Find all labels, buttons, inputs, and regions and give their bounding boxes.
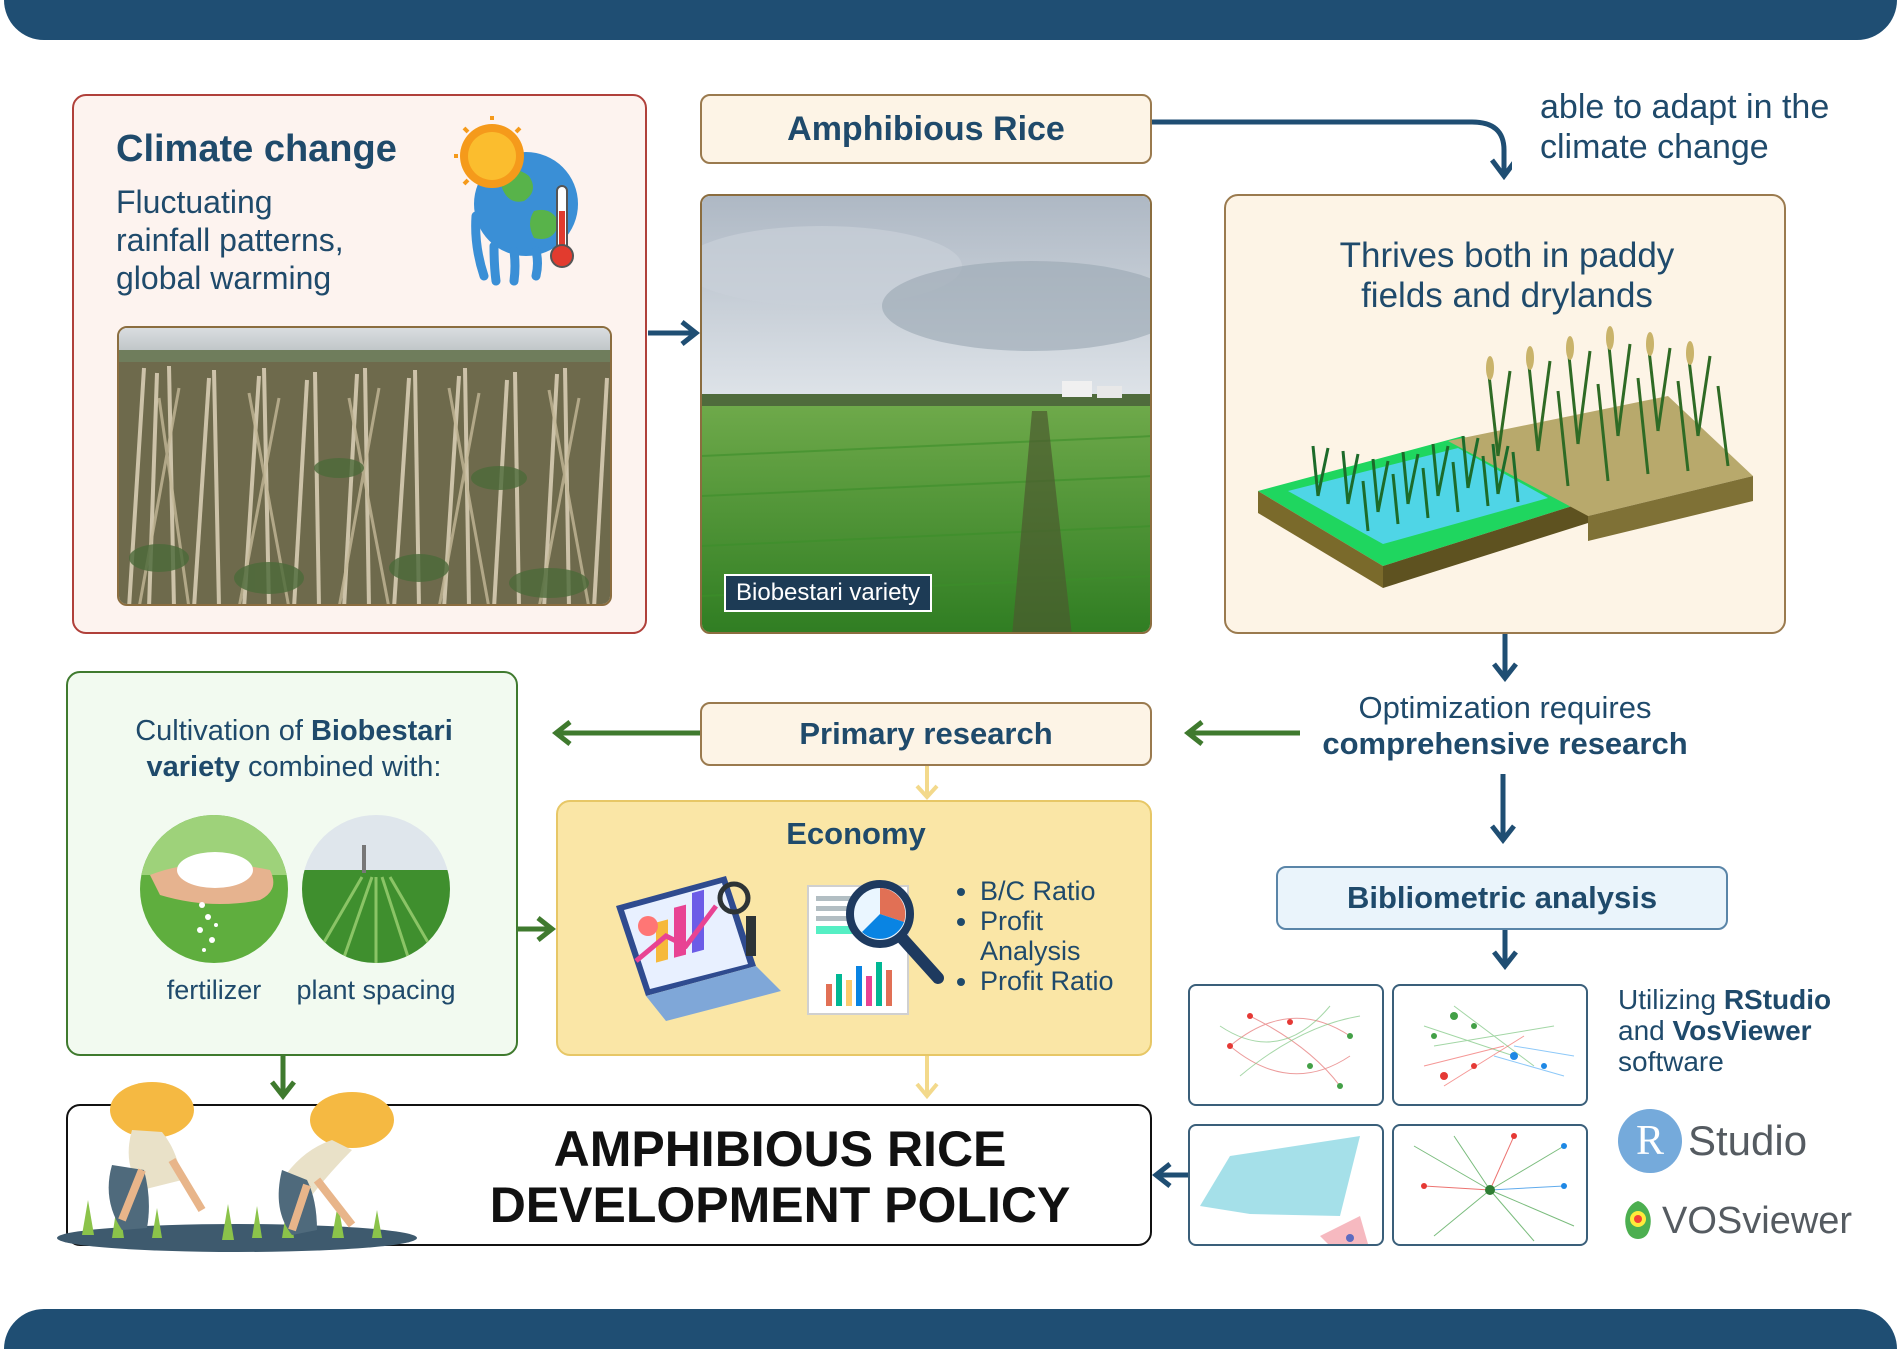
top-banner-bar [4,0,1897,40]
primary-research-title: Primary research [799,716,1053,751]
plant-spacing-label: plant spacing [296,975,456,1005]
climate-change-line3: global warming [116,260,332,296]
economy-bullet-profit-ratio: Profit Ratio [980,966,1114,996]
bottom-banner-bar [4,1309,1897,1349]
policy-title-line2: DEVELOPMENT POLICY [489,1177,1071,1233]
software-rstudio: RStudio [1723,984,1832,1015]
global-warming-icon [454,116,584,296]
paddy-dryland-illustration [1248,326,1768,616]
software-text-line2: and VosViewer [1618,1015,1812,1047]
cultivation-pre: Cultivation of [135,715,311,747]
economy-box: Economy [556,800,1152,1056]
arrow-optimization-to-biblio [1490,774,1516,844]
software-text-line3: software [1618,1046,1724,1077]
arrow-thrives-to-optimization [1492,634,1518,682]
arrow-primary-to-cultivation [552,720,700,746]
cultivation-bold2: variety [146,751,240,783]
biobestari-field-photo [700,194,1152,634]
policy-box [66,1104,1152,1246]
adapt-text-line2: climate change [1540,128,1769,166]
arrow-amphibious-to-thrives [1152,119,1512,180]
rstudio-logo-text: Studio [1688,1117,1808,1164]
vosviewer-logo-text: VOSviewer [1662,1199,1853,1242]
software-vosviewer: VosViewer [1672,1015,1812,1046]
economy-bullet-list: B/C Ratio Profit Analysis Profit Ratio [958,876,1114,996]
network-map-thumbnail-2 [1392,984,1588,1106]
economy-bullet-bc-ratio: B/C Ratio [980,876,1114,906]
thrives-line1: Thrives both in paddy [1339,236,1675,275]
vosviewer-logo: VOSviewer [1618,1196,1878,1246]
economy-bullet-analysis: Analysis [980,936,1081,966]
network-map-thumbnail-1 [1188,984,1384,1106]
climate-change-line2: rainfall patterns, [116,222,344,258]
adapt-text-line1: able to adapt in the [1540,88,1830,126]
amphibious-rice-title: Amphibious Rice [787,109,1065,148]
plant-spacing-photo [302,815,450,963]
arrow-primary-to-economy [915,766,939,800]
optimization-line1: Optimization requires [1358,690,1652,725]
software-text-line1: Utilizing RStudio [1618,984,1831,1016]
rstudio-r-letter: R [1635,1118,1664,1164]
dry-rice-field-photo [117,326,612,606]
cultivation-text-line2: variety combined with: [68,751,520,784]
arrow-optimization-to-primary [1184,720,1300,746]
rstudio-r-badge: R [1618,1109,1682,1173]
climate-change-title: Climate change [116,128,397,170]
bibliometric-analysis-box: Bibliometric analysis [1276,866,1728,930]
arrow-networks-to-policy [1152,1162,1188,1188]
fertilizer-label: fertilizer [166,975,262,1005]
arrow-economy-to-policy [915,1056,939,1100]
bibliometric-analysis-title: Bibliometric analysis [1346,880,1658,915]
analytics-laptop-illustration [606,866,786,1026]
climate-change-box: Climate change Fluctuating rainfall patt… [72,94,647,634]
arrow-cultivation-to-policy [270,1056,296,1100]
arrow-climate-to-field [648,320,700,346]
cultivation-box: Cultivation of Biobestari variety combin… [66,671,518,1056]
magnifier-report-illustration [802,866,952,1026]
cultivation-text-line1: Cultivation of Biobestari [68,715,520,748]
vosviewer-logo-icon [1625,1201,1651,1239]
rstudio-logo: R Studio [1618,1108,1818,1174]
software-pre: Utilizing [1618,984,1724,1015]
network-map-thumbnail-4 [1392,1124,1588,1246]
fertilizer-photo [140,815,288,963]
software-and: and [1618,1015,1673,1046]
primary-research-box: Primary research [700,702,1152,766]
farmers-illustration [52,1070,432,1254]
climate-change-line1: Fluctuating [116,184,273,220]
economy-bullet-profit: Profit [980,906,1114,936]
optimization-line2: comprehensive research [1322,726,1688,761]
policy-title-line1: AMPHIBIOUS RICE [553,1121,1007,1177]
economy-title: Economy [786,816,926,851]
arrow-cultivation-to-economy [518,916,556,942]
thrives-line2: fields and drylands [1361,276,1653,315]
cultivation-post: combined with: [240,751,442,783]
arrow-biblio-to-networks [1492,930,1518,970]
thrives-box: Thrives both in paddy fields and dryland… [1224,194,1786,634]
network-map-thumbnail-3 [1188,1124,1384,1246]
cultivation-bold1: Biobestari [310,715,453,747]
biobestari-variety-label: Biobestari variety [724,574,933,612]
amphibious-rice-box: Amphibious Rice [700,94,1152,164]
biobestari-variety-label-text: Biobestari variety [736,579,921,606]
